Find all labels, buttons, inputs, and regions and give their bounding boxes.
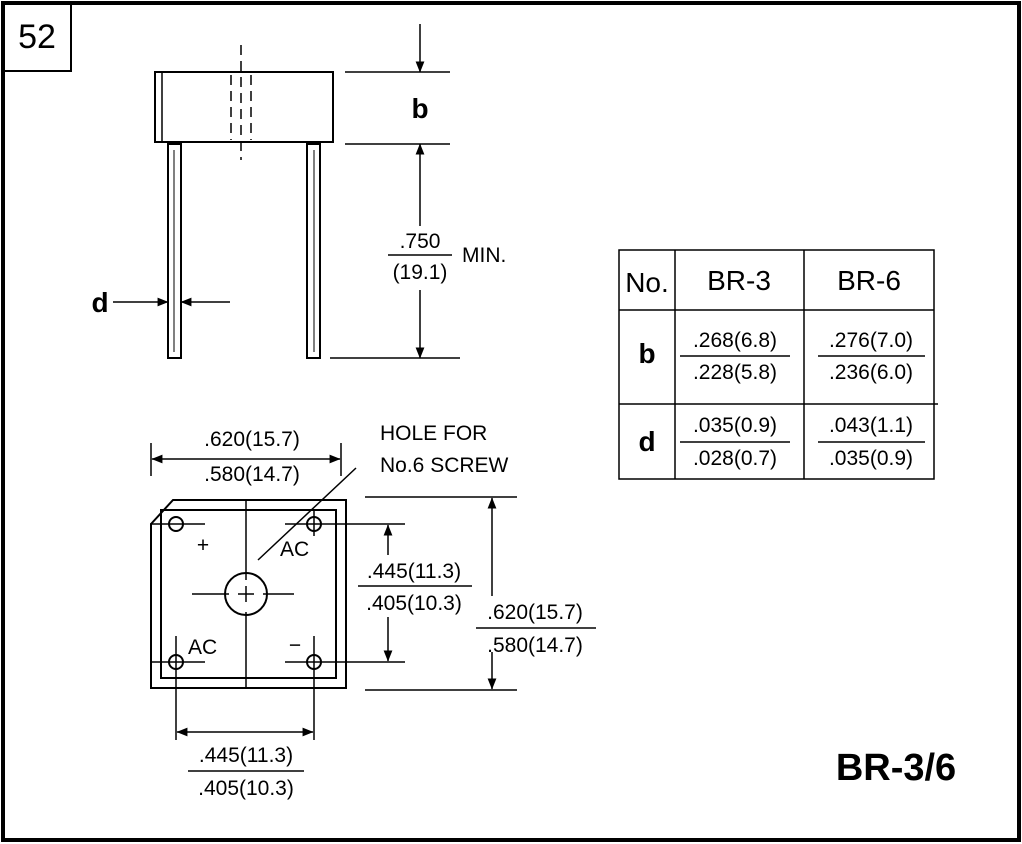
pin-label-ac-left: AC xyxy=(188,636,217,659)
height-right-upper: .620(15.7) xyxy=(487,601,583,624)
table-b-br3-max: .268(6.8) xyxy=(693,329,777,352)
dimension-table xyxy=(618,249,938,480)
pin-spacing-v-lower: .405(10.3) xyxy=(366,592,462,615)
table-header-br3: BR-3 xyxy=(707,265,771,296)
page-number: 52 xyxy=(18,18,56,56)
height-right-lower: .580(14.7) xyxy=(487,634,583,657)
side-view xyxy=(113,24,460,359)
width-top-upper: .620(15.7) xyxy=(204,428,300,451)
bottom-view xyxy=(150,443,596,772)
part-name: BR-3/6 xyxy=(836,747,956,789)
table-d-br6-max: .043(1.1) xyxy=(829,414,913,437)
table-d-br6-min: .035(0.9) xyxy=(829,447,913,470)
page-number-box xyxy=(2,2,72,72)
table-d-br3-min: .028(0.7) xyxy=(693,447,777,470)
lead-left xyxy=(167,143,182,359)
body-outline xyxy=(150,499,347,689)
hole-leader xyxy=(257,467,357,561)
table-b-br6-min: .236(6.0) xyxy=(829,361,913,384)
hole-callout-line2: No.6 SCREW xyxy=(380,454,509,477)
lead-right xyxy=(306,143,321,359)
pin-spacing-h-upper: .445(11.3) xyxy=(199,744,293,767)
width-top-lower: .580(14.7) xyxy=(204,463,300,486)
lead-length-suffix: MIN. xyxy=(462,244,506,267)
body-inner xyxy=(160,509,337,679)
pin-spacing-v-upper: .445(11.3) xyxy=(367,560,461,583)
mounting-hole xyxy=(224,572,268,616)
hole-callout-line1: HOLE FOR xyxy=(380,422,487,445)
table-b-br6-max: .276(7.0) xyxy=(829,329,913,352)
table-row-d-label: d xyxy=(638,426,655,457)
pin-label-minus: − xyxy=(289,634,301,657)
table-header-no: No. xyxy=(625,267,669,298)
table-b-br3-min: .228(5.8) xyxy=(693,361,777,384)
lead-length-bottom: (19.1) xyxy=(393,261,448,284)
label-b: b xyxy=(411,93,428,124)
table-header-br6: BR-6 xyxy=(837,265,901,296)
table-row-b-label: b xyxy=(638,338,655,369)
pin-label-ac-top: AC xyxy=(280,538,309,561)
package-body xyxy=(154,71,334,143)
lead-length-top: .750 xyxy=(400,230,441,253)
table-d-br3-max: .035(0.9) xyxy=(693,414,777,437)
pin-label-plus: + xyxy=(197,534,209,557)
pin-spacing-h-lower: .405(10.3) xyxy=(198,777,294,800)
label-d: d xyxy=(91,287,108,318)
